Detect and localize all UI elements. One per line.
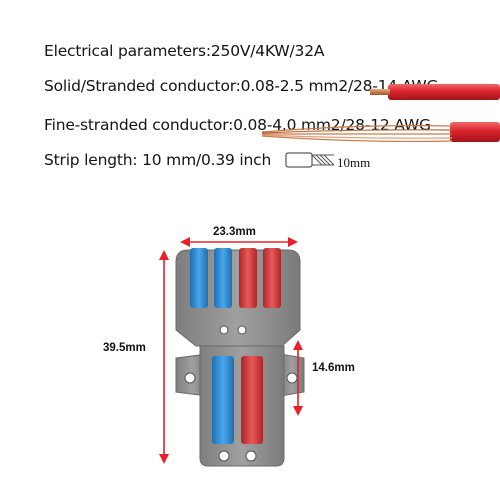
solid-wire-insulation	[388, 84, 500, 100]
lower-arrow-top	[293, 340, 303, 350]
lever-red-2	[263, 248, 281, 308]
dimension-arrows	[159, 237, 303, 464]
strip-insulation	[285, 152, 313, 168]
lever-blue-bottom	[212, 356, 234, 444]
test-hole-1	[219, 325, 229, 335]
dimension-width-label: 23.3mm	[213, 226, 256, 238]
lower-arrow-bottom	[293, 406, 303, 416]
solid-wire-copper	[370, 89, 390, 95]
spec-electrical-parameters: Electrical parameters:250V/4KW/32A	[44, 42, 325, 60]
test-hole-2	[237, 325, 247, 335]
lever-blue-2	[214, 248, 232, 308]
fine-wire-copper-strands	[261, 125, 453, 143]
connector-product	[175, 248, 305, 467]
fine-wire-insulation	[450, 122, 500, 142]
height-arrow-bottom	[159, 454, 169, 464]
strip-strands	[311, 154, 335, 166]
dimension-lower-height-label: 14.6mm	[312, 362, 355, 374]
wire-entry-2	[245, 450, 257, 462]
height-arrow-top	[159, 250, 169, 260]
lever-blue-1	[190, 248, 208, 308]
strip-length-diagram	[285, 152, 335, 168]
spec-strip-length: Strip length: 10 mm/0.39 inch	[44, 151, 272, 169]
fine-wire-image	[261, 122, 500, 143]
mount-hole-right	[286, 372, 298, 384]
lever-red-bottom	[241, 356, 263, 444]
strip-length-label: 10mm	[337, 155, 371, 170]
width-arrow-right	[288, 237, 298, 247]
spec-solid-conductor: Solid/Stranded conductor:0.08-2.5 mm2/28…	[44, 77, 439, 95]
wire-entry-1	[218, 450, 230, 462]
mount-hole-left	[184, 372, 196, 384]
width-arrow-left	[180, 237, 190, 247]
lever-red-1	[239, 248, 257, 308]
spec-fine-stranded-conductor: Fine-stranded conductor:0.08-4.0 mm2/28-…	[44, 116, 431, 134]
solid-wire-image	[370, 84, 500, 100]
dimension-height-label: 39.5mm	[103, 342, 146, 354]
